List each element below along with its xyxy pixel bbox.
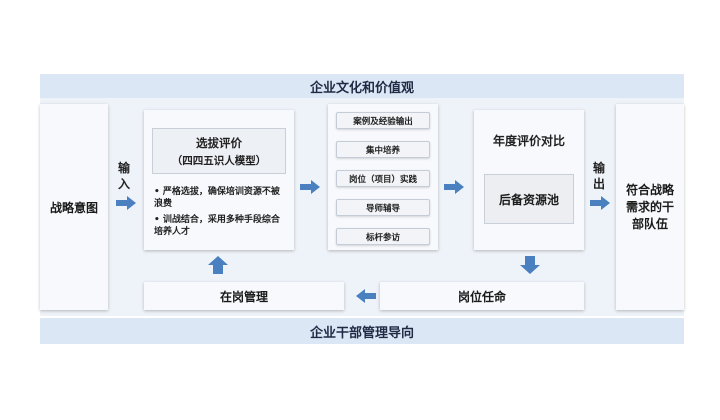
- reserve-pool-box: 后备资源池: [484, 174, 574, 224]
- appointment-bar: 岗位任命: [380, 282, 584, 310]
- input-arrow-icon: [116, 196, 136, 210]
- reserve-pool-label: 后备资源池: [498, 192, 559, 207]
- qualified-cadres-label: 符合战略需求的干部队伍: [625, 182, 674, 231]
- training-item: 标杆参访: [336, 228, 430, 245]
- training-panel: 案例及经验输出 集中培养 岗位（项目）实践 导师辅导 标杆参访: [328, 104, 438, 250]
- evaluation-panel: 年度评价对比 后备资源池: [474, 110, 584, 250]
- on-job-management-bar: 在岗管理: [144, 282, 344, 310]
- bottom-band: 企业干部管理导向: [40, 318, 684, 344]
- training-item: 集中培养: [336, 141, 430, 158]
- training-item: 导师辅导: [336, 199, 430, 216]
- qualified-cadres-box: 符合战略需求的干部队伍: [616, 104, 684, 310]
- appointment-label: 岗位任命: [457, 289, 506, 304]
- bottom-band-label: 企业干部管理导向: [309, 325, 414, 341]
- selection-to-training-arrow-icon: [300, 180, 320, 194]
- appointment-to-onjob-arrow-icon: [356, 289, 376, 303]
- selection-bullet-1: • 严格选拔，确保培训资源不被浪费: [154, 187, 280, 209]
- selection-title-box: 选拔评价 （四四五识人模型）: [152, 128, 286, 174]
- training-item: 岗位（项目）实践: [336, 170, 430, 187]
- top-band-label: 企业文化和价值观: [309, 80, 414, 96]
- strategic-intent-label: 战略意图: [49, 200, 98, 215]
- selection-title: 选拔评价: [196, 135, 242, 150]
- evaluation-title: 年度评价对比: [492, 134, 565, 148]
- training-item: 案例及经验输出: [336, 112, 430, 129]
- strategic-intent-box: 战略意图: [40, 104, 108, 310]
- onjob-to-selection-arrow-icon: [208, 256, 228, 274]
- output-label: 输出: [592, 161, 605, 191]
- selection-subtitle: （四四五识人模型）: [171, 154, 267, 167]
- output-arrow-icon: [590, 196, 610, 210]
- selection-panel: 选拔评价 （四四五识人模型） • 严格选拔，确保培训资源不被浪费 • 训战结合，…: [144, 110, 294, 250]
- on-job-management-label: 在岗管理: [219, 289, 268, 304]
- input-label: 输入: [117, 161, 130, 191]
- selection-bullet-2: • 训战结合，采用多种手段综合培养人才: [154, 215, 280, 237]
- training-to-evaluation-arrow-icon: [444, 180, 464, 194]
- top-band: 企业文化和价值观: [40, 74, 684, 98]
- evaluation-to-appointment-arrow-icon: [520, 256, 540, 274]
